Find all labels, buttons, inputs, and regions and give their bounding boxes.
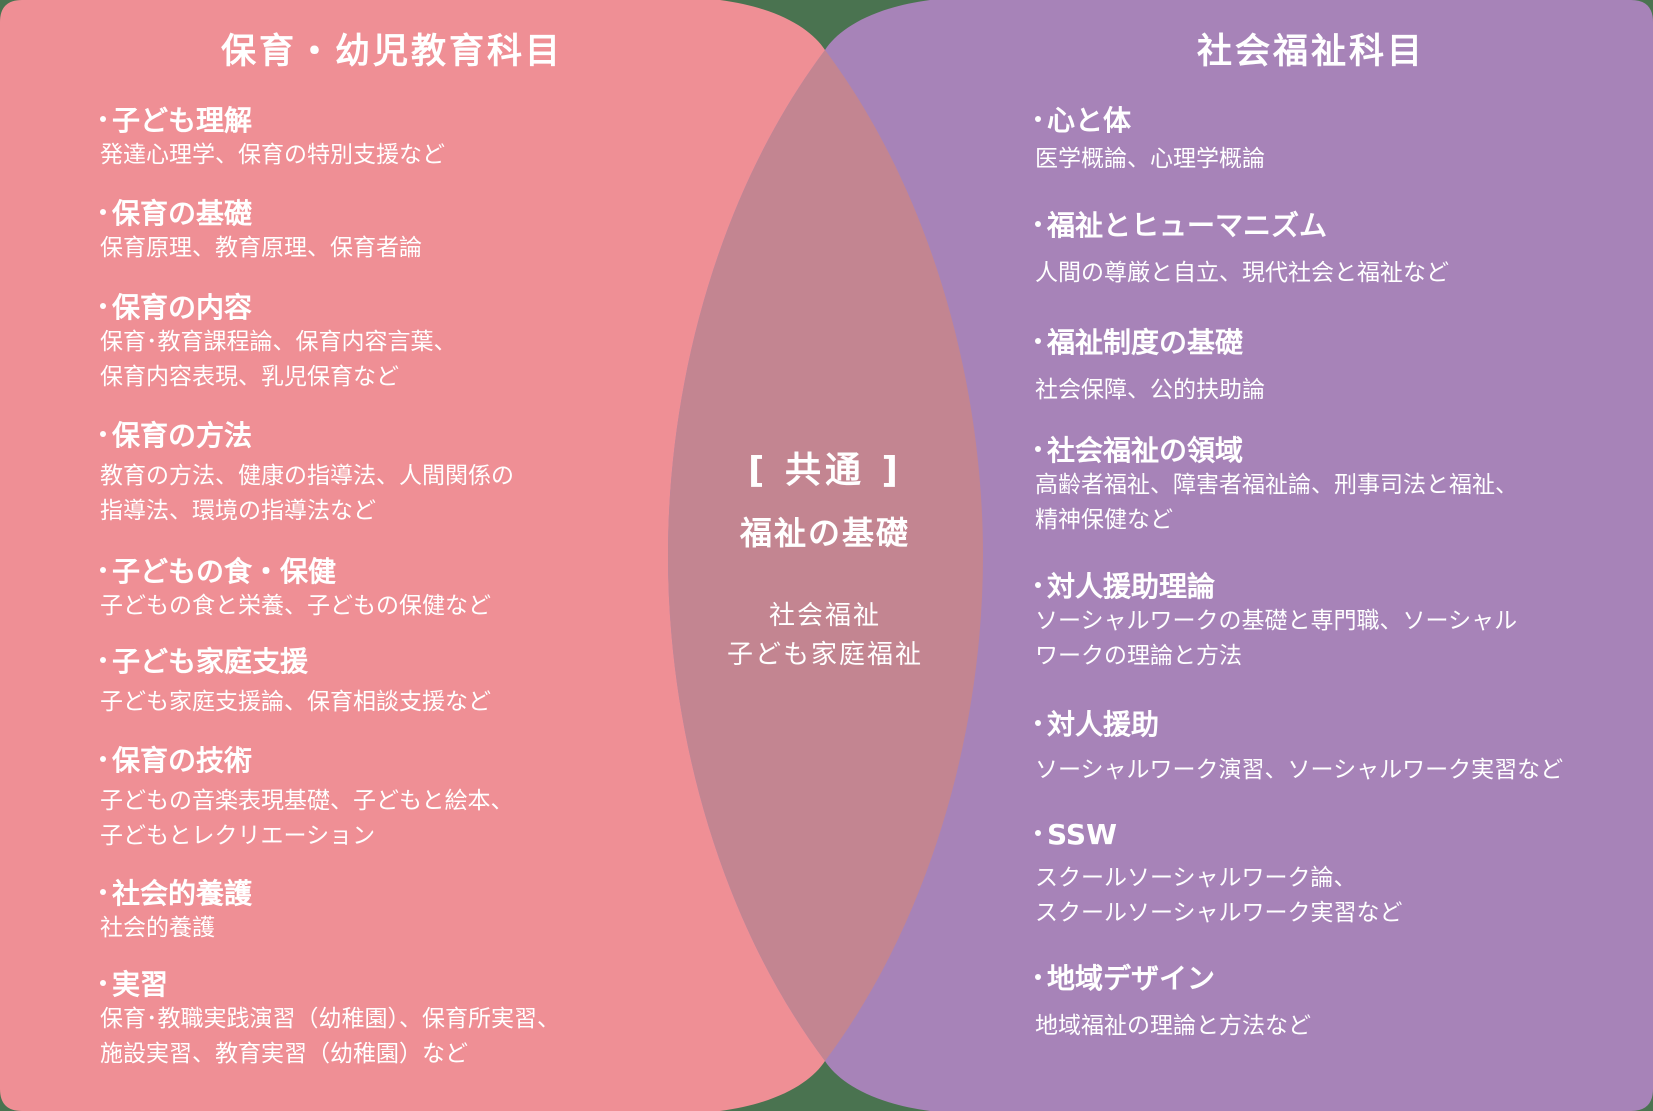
right-item-interpersonal-support: 対人援助 ソーシャルワーク演習、ソーシャルワーク実習など xyxy=(1035,708,1563,788)
bullet-icon xyxy=(1035,338,1041,344)
right-item-social-welfare-domains: 社会福祉の領域 高齢者福祉、障害者福祉論、刑事司法と福祉、 精神保健など xyxy=(1035,434,1518,538)
item-heading: 子ども理解 xyxy=(100,104,445,138)
bullet-icon xyxy=(1035,116,1041,122)
item-description: 高齢者福祉、障害者福祉論、刑事司法と福祉、 xyxy=(1035,472,1518,498)
right-item-community-design: 地域デザイン 地域福祉の理論と方法など xyxy=(1035,962,1311,1044)
item-description: 施設実習、教育実習（幼稚園）など xyxy=(100,1041,468,1067)
bullet-icon xyxy=(100,431,106,437)
left-item-childcare-skills: 保育の技術 子どもの音楽表現基礎、子どもと絵本、 子どもとレクリエーション xyxy=(100,744,514,854)
bullet-icon xyxy=(1035,221,1041,227)
common-subjects: [ 共通 ] 福祉の基礎 社会福祉 子ども家庭福祉 xyxy=(727,449,923,675)
item-description: ソーシャルワークの基礎と専門職、ソーシャル xyxy=(1035,608,1518,634)
item-heading: 実習 xyxy=(100,968,560,1002)
item-description: 地域福祉の理論と方法など xyxy=(1035,1013,1311,1039)
right-item-welfare-system-basics: 福祉制度の基礎 社会保障、公的扶助論 xyxy=(1035,326,1265,408)
social-welfare-section-title: 社会福祉科目 xyxy=(1196,32,1426,72)
item-heading: 福祉制度の基礎 xyxy=(1035,326,1265,360)
left-item-social-care: 社会的養護 社会的養護 xyxy=(100,877,252,946)
bullet-icon xyxy=(100,209,106,215)
item-description: 人間の尊厳と自立、現代社会と福祉など xyxy=(1035,260,1449,286)
item-description: 社会的養護 xyxy=(100,915,215,941)
item-description: ソーシャルワーク演習、ソーシャルワーク実習など xyxy=(1035,757,1564,783)
bullet-icon xyxy=(1035,974,1041,980)
item-heading: 保育の方法 xyxy=(100,419,514,453)
item-heading: 保育の技術 xyxy=(100,744,514,778)
item-description: 精神保健など xyxy=(1035,507,1173,533)
bullet-icon xyxy=(100,303,106,309)
item-description: スクールソーシャルワーク実習など xyxy=(1035,900,1403,926)
item-description: 保育原理、教育原理、保育者論 xyxy=(100,235,422,261)
left-item-practicum: 実習 保育･教職実践演習（幼稚園）、保育所実習、 施設実習、教育実習（幼稚園）な… xyxy=(100,968,560,1072)
item-heading: 対人援助 xyxy=(1035,708,1563,742)
item-heading: 社会的養護 xyxy=(100,877,252,911)
item-heading: 社会福祉の領域 xyxy=(1035,434,1518,468)
overlap-region xyxy=(668,0,983,1111)
item-description: 医学概論、心理学概論 xyxy=(1035,146,1265,172)
item-description: 子どもの音楽表現基礎、子どもと絵本、 xyxy=(100,788,514,814)
item-description: 保育･教職実践演習（幼稚園）、保育所実習、 xyxy=(100,1006,560,1032)
item-heading: 対人援助理論 xyxy=(1035,570,1517,604)
bullet-icon xyxy=(100,756,106,762)
item-description: 発達心理学、保育の特別支援など xyxy=(100,142,445,168)
item-heading: 地域デザイン xyxy=(1035,962,1311,996)
item-description: 社会保障、公的扶助論 xyxy=(1035,377,1265,403)
item-description: 子どもの食と栄養、子どもの保健など xyxy=(100,593,491,619)
item-description: ワークの理論と方法 xyxy=(1035,643,1242,669)
bullet-icon xyxy=(100,657,106,663)
item-description: 子ども家庭支援論、保育相談支援など xyxy=(100,689,491,715)
bullet-icon xyxy=(1035,720,1041,726)
item-heading: 子ども家庭支援 xyxy=(100,645,491,679)
item-heading: 心と体 xyxy=(1035,104,1265,138)
item-description: 指導法、環境の指導法など xyxy=(100,498,376,524)
bullet-icon xyxy=(100,567,106,573)
bullet-icon xyxy=(100,889,106,895)
item-heading: 保育の基礎 xyxy=(100,197,422,231)
item-heading: SSW xyxy=(1035,818,1403,852)
common-subject-line: 子ども家庭福祉 xyxy=(726,640,924,670)
bullet-icon xyxy=(1035,582,1041,588)
item-heading: 福祉とヒューマニズム xyxy=(1035,209,1449,243)
right-item-ssw: SSW スクールソーシャルワーク論、 スクールソーシャルワーク実習など xyxy=(1035,818,1403,931)
right-item-welfare-humanism: 福祉とヒューマニズム 人間の尊厳と自立、現代社会と福祉など xyxy=(1035,209,1449,291)
childcare-section-title: 保育・幼児教育科目 xyxy=(220,32,564,72)
item-heading: 保育の内容 xyxy=(100,291,457,325)
bullet-icon xyxy=(100,116,106,122)
left-item-child-food-health: 子どもの食・保健 子どもの食と栄養、子どもの保健など xyxy=(100,555,491,624)
item-description: 教育の方法、健康の指導法、人間関係の xyxy=(100,463,514,489)
item-description: スクールソーシャルワーク論、 xyxy=(1035,865,1357,891)
left-item-childcare-basics: 保育の基礎 保育原理、教育原理、保育者論 xyxy=(100,197,422,266)
common-subject-line: 社会福祉 xyxy=(768,601,882,631)
common-title: 福祉の基礎 xyxy=(739,514,911,552)
item-description: 子どもとレクリエーション xyxy=(100,823,376,849)
left-item-childcare-methods: 保育の方法 教育の方法、健康の指導法、人間関係の 指導法、環境の指導法など xyxy=(100,419,514,529)
left-item-family-support: 子ども家庭支援 子ども家庭支援論、保育相談支援など xyxy=(100,645,491,720)
item-description: 保育内容表現、乳児保育など xyxy=(100,364,399,390)
left-item-child-understanding: 子ども理解 発達心理学、保育の特別支援など xyxy=(100,104,445,173)
item-heading: 子どもの食・保健 xyxy=(100,555,491,589)
item-description: 保育･教育課程論、保育内容言葉、 xyxy=(100,329,457,355)
bullet-icon xyxy=(100,980,106,986)
bullet-icon xyxy=(1035,830,1041,836)
right-item-interpersonal-support-theory: 対人援助理論 ソーシャルワークの基礎と専門職、ソーシャル ワークの理論と方法 xyxy=(1035,570,1517,674)
right-item-mind-body: 心と体 医学概論、心理学概論 xyxy=(1035,104,1265,177)
left-item-childcare-content: 保育の内容 保育･教育課程論、保育内容言葉、 保育内容表現、乳児保育など xyxy=(100,291,457,395)
common-label: [ 共通 ] xyxy=(748,450,902,491)
bullet-icon xyxy=(1035,446,1041,452)
